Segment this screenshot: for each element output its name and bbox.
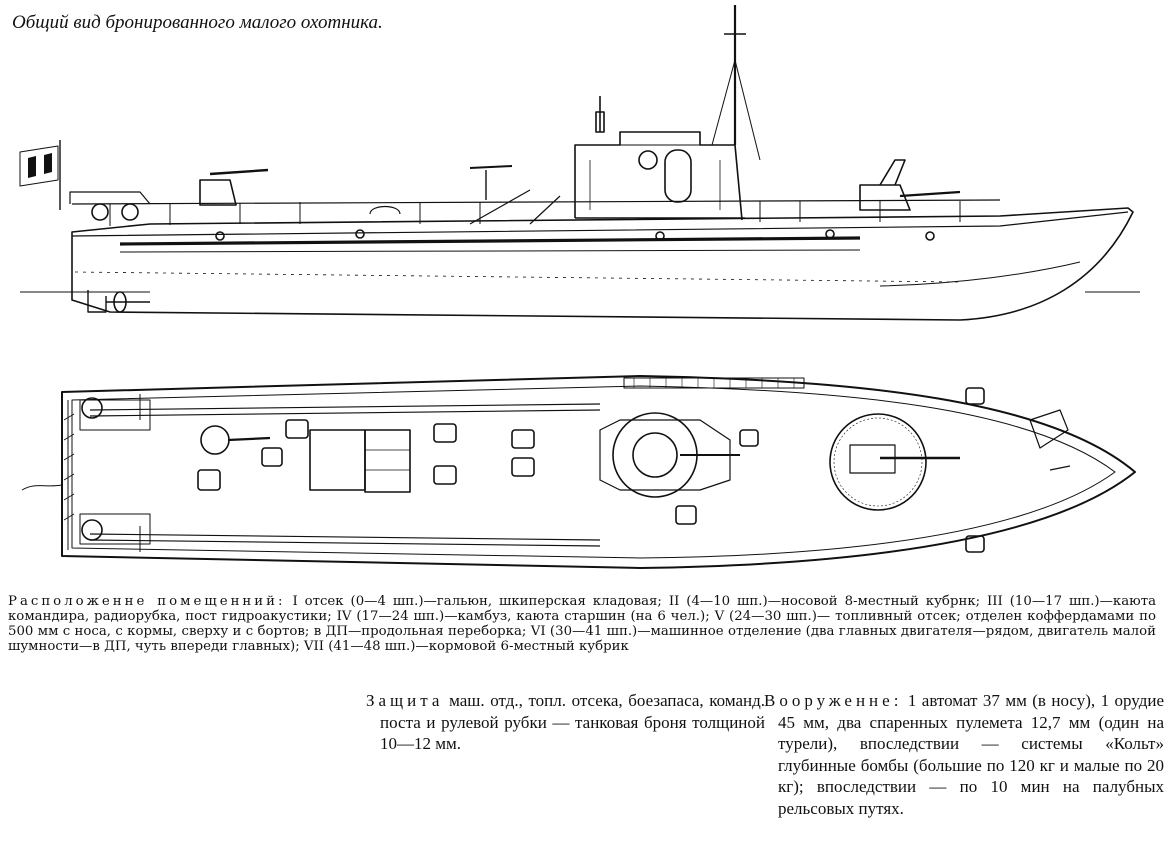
caption-lead: Расположенне помещенний: (8, 594, 286, 609)
armament-paragraph: Вооруженне: 1 автомат 37 мм (в носу), 1 … (764, 690, 1164, 819)
armament-text: 1 автомат 37 мм (в носу), 1 орудие 45 мм… (778, 691, 1164, 818)
armament-lead: Вооруженне: (764, 691, 903, 710)
protection-paragraph: Защита маш. отд., топл. отсека, боезапас… (366, 690, 765, 755)
caption-text: I отсек (0—4 шп.)—гальюн, шкиперская кла… (8, 594, 1157, 654)
boat-drawing (19, 5, 1140, 569)
protection-text: маш. отд., топл. отсека, боезапаса, кома… (380, 691, 765, 753)
figure-title: Общий вид бронированного малого охотника… (12, 12, 383, 33)
protection-lead: Защита (366, 691, 444, 710)
plan-view (21, 375, 1136, 569)
compartment-layout-caption: Расположенне помещенний: I отсек (0—4 шп… (8, 594, 1156, 654)
side-view (19, 5, 1140, 321)
